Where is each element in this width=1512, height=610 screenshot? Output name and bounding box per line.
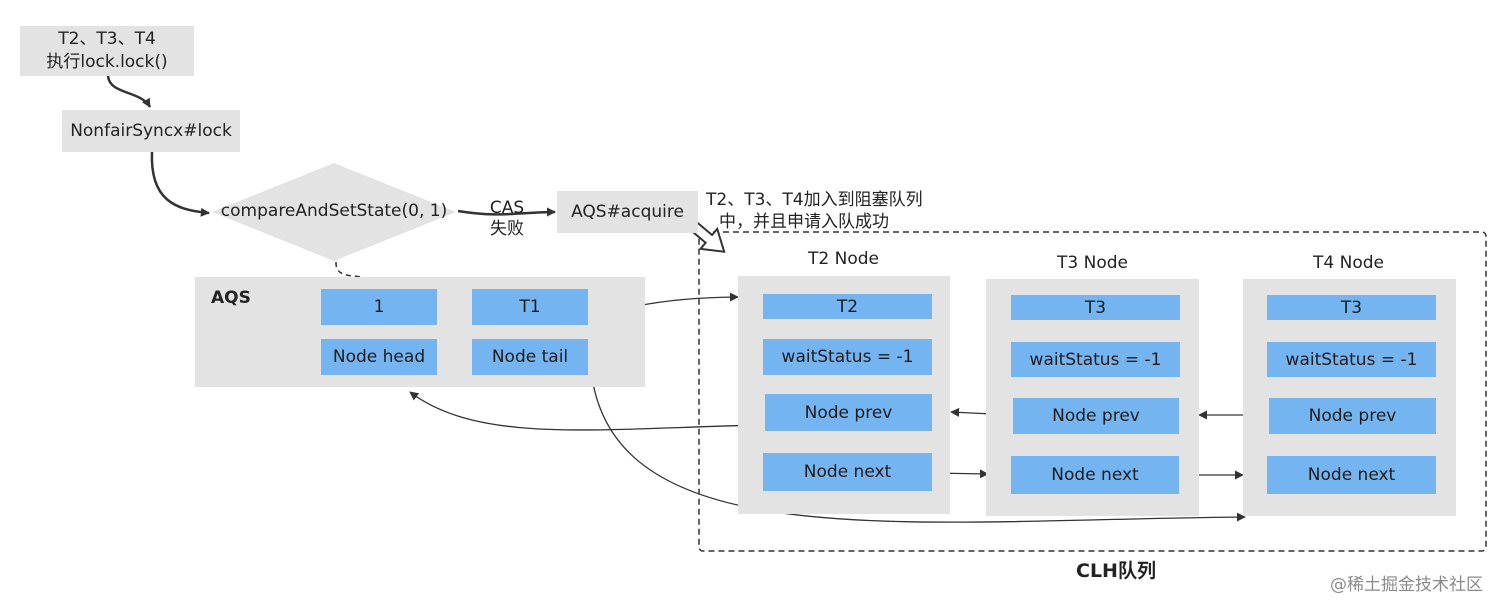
arrow-t2prev-to-head (409, 391, 766, 431)
start-box: T2、T3、T4 执行lock.lock() (20, 26, 194, 76)
aqs-owner-cell: T1 (472, 289, 588, 325)
clh-queue-border (698, 231, 1487, 552)
aqs-head-cell: Node head (321, 339, 437, 375)
arrow-start-to-nonfair (106, 75, 152, 108)
t2-waitstatus-cell: waitStatus = -1 (763, 339, 932, 375)
t2-node-title: T2 Node (808, 249, 879, 269)
cas-fail-line1: CAS (489, 198, 525, 218)
t3-node-title: T3 Node (1057, 253, 1128, 273)
aqs-acquire-label: AQS#acquire (571, 201, 684, 222)
start-box-line1: T2、T3、T4 (58, 29, 156, 49)
t3-thread-cell: T3 (1011, 295, 1180, 320)
aqs-acquire-box: AQS#acquire (557, 191, 698, 233)
arrow-decision-to-acquire (457, 207, 556, 217)
decision-diamond (212, 163, 456, 261)
arrow-tail-to-t4 (589, 357, 1246, 523)
nonfair-lock-label: NonfairSyncx#lock (70, 120, 232, 141)
start-box-line2: 执行lock.lock() (46, 52, 168, 72)
cas-fail-line2: 失败 (490, 219, 524, 239)
t4-waitstatus-cell: waitStatus = -1 (1267, 342, 1436, 377)
t3-prev-cell: Node prev (1013, 398, 1179, 434)
clh-queue-label: CLH队列 (1076, 560, 1156, 582)
t4-next-cell: Node next (1267, 456, 1436, 494)
nonfair-lock-box: NonfairSyncx#lock (62, 110, 240, 152)
aqs-tail-cell: Node tail (472, 339, 588, 375)
t2-prev-cell: Node prev (765, 394, 932, 431)
t4-node-title: T4 Node (1313, 253, 1384, 273)
arrow-nonfair-to-decision (150, 151, 210, 217)
t2-thread-cell: T2 (763, 294, 932, 319)
t3-next-cell: Node next (1011, 456, 1179, 494)
t4-thread-cell: T3 (1267, 295, 1436, 320)
t3-waitstatus-cell: waitStatus = -1 (1011, 342, 1180, 377)
t4-prev-cell: Node prev (1269, 398, 1436, 434)
aqs-state-cell: 1 (321, 289, 437, 325)
enqueue-note: T2、T3、T4加入到阻塞队列 中，并且申请入队成功 (706, 189, 923, 233)
enqueue-note-line1: T2、T3、T4加入到阻塞队列 (706, 190, 923, 210)
enqueue-note-line2: 中，并且申请入队成功 (719, 212, 889, 232)
t2-next-cell: Node next (763, 453, 932, 491)
watermark: @稀土掘金技术社区 (1330, 575, 1483, 595)
aqs-title: AQS (211, 288, 251, 308)
cas-fail-label: CAS 失败 (478, 198, 536, 240)
decision-label: compareAndSetState(0, 1) (220, 201, 448, 221)
